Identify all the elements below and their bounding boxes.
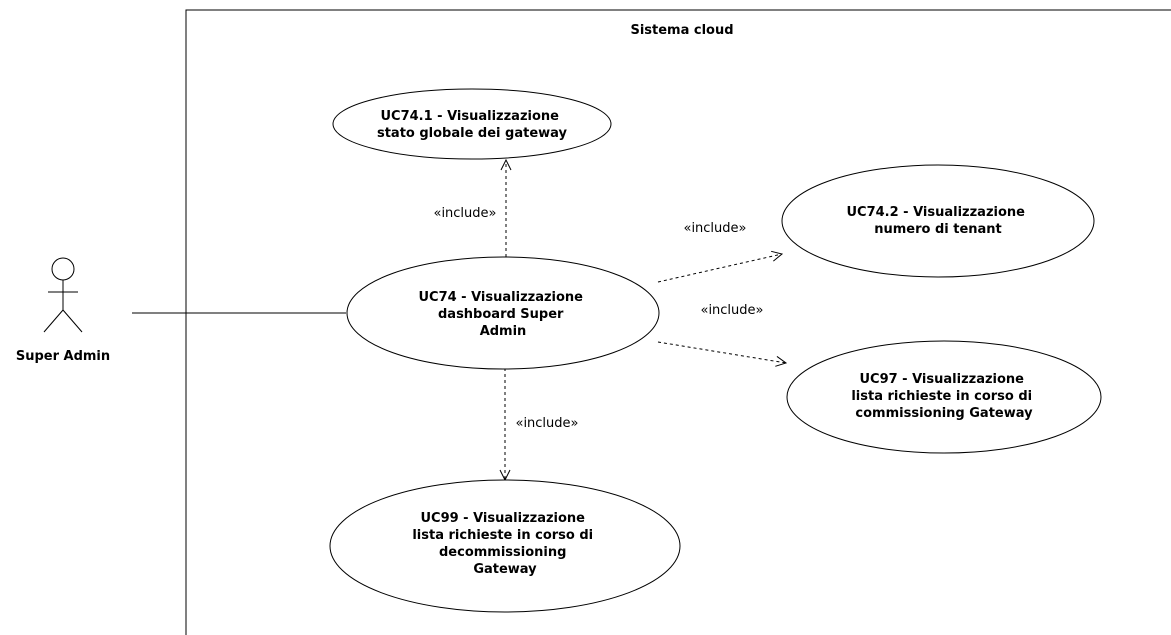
- uc-line: UC74.2 - Visualizzazione: [846, 205, 1025, 220]
- use-case-uc74-2[interactable]: UC74.2 - Visualizzazione numero di tenan…: [781, 164, 1095, 278]
- system-boundary: Sistema cloud: [185, 9, 1171, 635]
- uc-line: numero di tenant: [874, 222, 1002, 237]
- svg-text:UC99 - Visualizzazione l: UC99 - Visualizzazione lista richieste i…: [412, 511, 597, 577]
- uc-line: Admin: [480, 324, 527, 339]
- uc-line: UC74 - Visualizzazione: [418, 290, 583, 305]
- uc-line: UC74.1 - Visualizzazione: [380, 109, 559, 124]
- include-label: «include»: [683, 221, 746, 236]
- include-relation-uc74-2: «include»: [657, 221, 782, 283]
- include-relation-uc99: «include»: [505, 368, 579, 480]
- use-case-uc74[interactable]: UC74 - Visualizzazione dashboard Super A…: [346, 256, 660, 370]
- include-relation-uc74-1: «include»: [433, 160, 506, 257]
- stick-figure-icon: [43, 257, 83, 333]
- uc-line: UC99 - Visualizzazione: [420, 511, 585, 526]
- svg-text:UC97 - Visualizzazione l: UC97 - Visualizzazione lista richieste i…: [851, 372, 1036, 421]
- system-boundary-rect: [185, 9, 1171, 635]
- svg-text:UC74 - Visualizzazione d: UC74 - Visualizzazione dashboard Super A…: [418, 290, 587, 339]
- uc-line: commissioning Gateway: [855, 406, 1033, 421]
- svg-text:UC74.1 - Visualizzazione: UC74.1 - Visualizzazione stato globale d…: [377, 109, 568, 141]
- uc-line: UC97 - Visualizzazione: [859, 372, 1024, 387]
- system-title: Sistema cloud: [630, 23, 733, 38]
- svg-text:UC74.2 - Visualizzazione: UC74.2 - Visualizzazione numero di tenan…: [846, 205, 1029, 237]
- use-case-uc99[interactable]: UC99 - Visualizzazione lista richieste i…: [329, 479, 681, 613]
- uc-line: decommissioning: [439, 545, 566, 560]
- uc-line: lista richieste in corso di: [412, 528, 593, 543]
- actor-label: Super Admin: [16, 349, 110, 364]
- uc-line: stato globale dei gateway: [377, 126, 568, 141]
- include-label: «include»: [700, 303, 763, 318]
- include-label: «include»: [433, 206, 496, 221]
- actor-super-admin[interactable]: Super Admin: [16, 257, 110, 364]
- uc-line: dashboard Super: [438, 307, 564, 322]
- uc-line: lista richieste in corso di: [851, 389, 1032, 404]
- include-label: «include»: [515, 416, 578, 431]
- uc-line: Gateway: [473, 562, 537, 577]
- include-relation-uc97: «include»: [657, 303, 786, 363]
- use-case-uc74-1[interactable]: UC74.1 - Visualizzazione stato globale d…: [332, 88, 612, 160]
- use-case-uc97[interactable]: UC97 - Visualizzazione lista richieste i…: [786, 340, 1102, 454]
